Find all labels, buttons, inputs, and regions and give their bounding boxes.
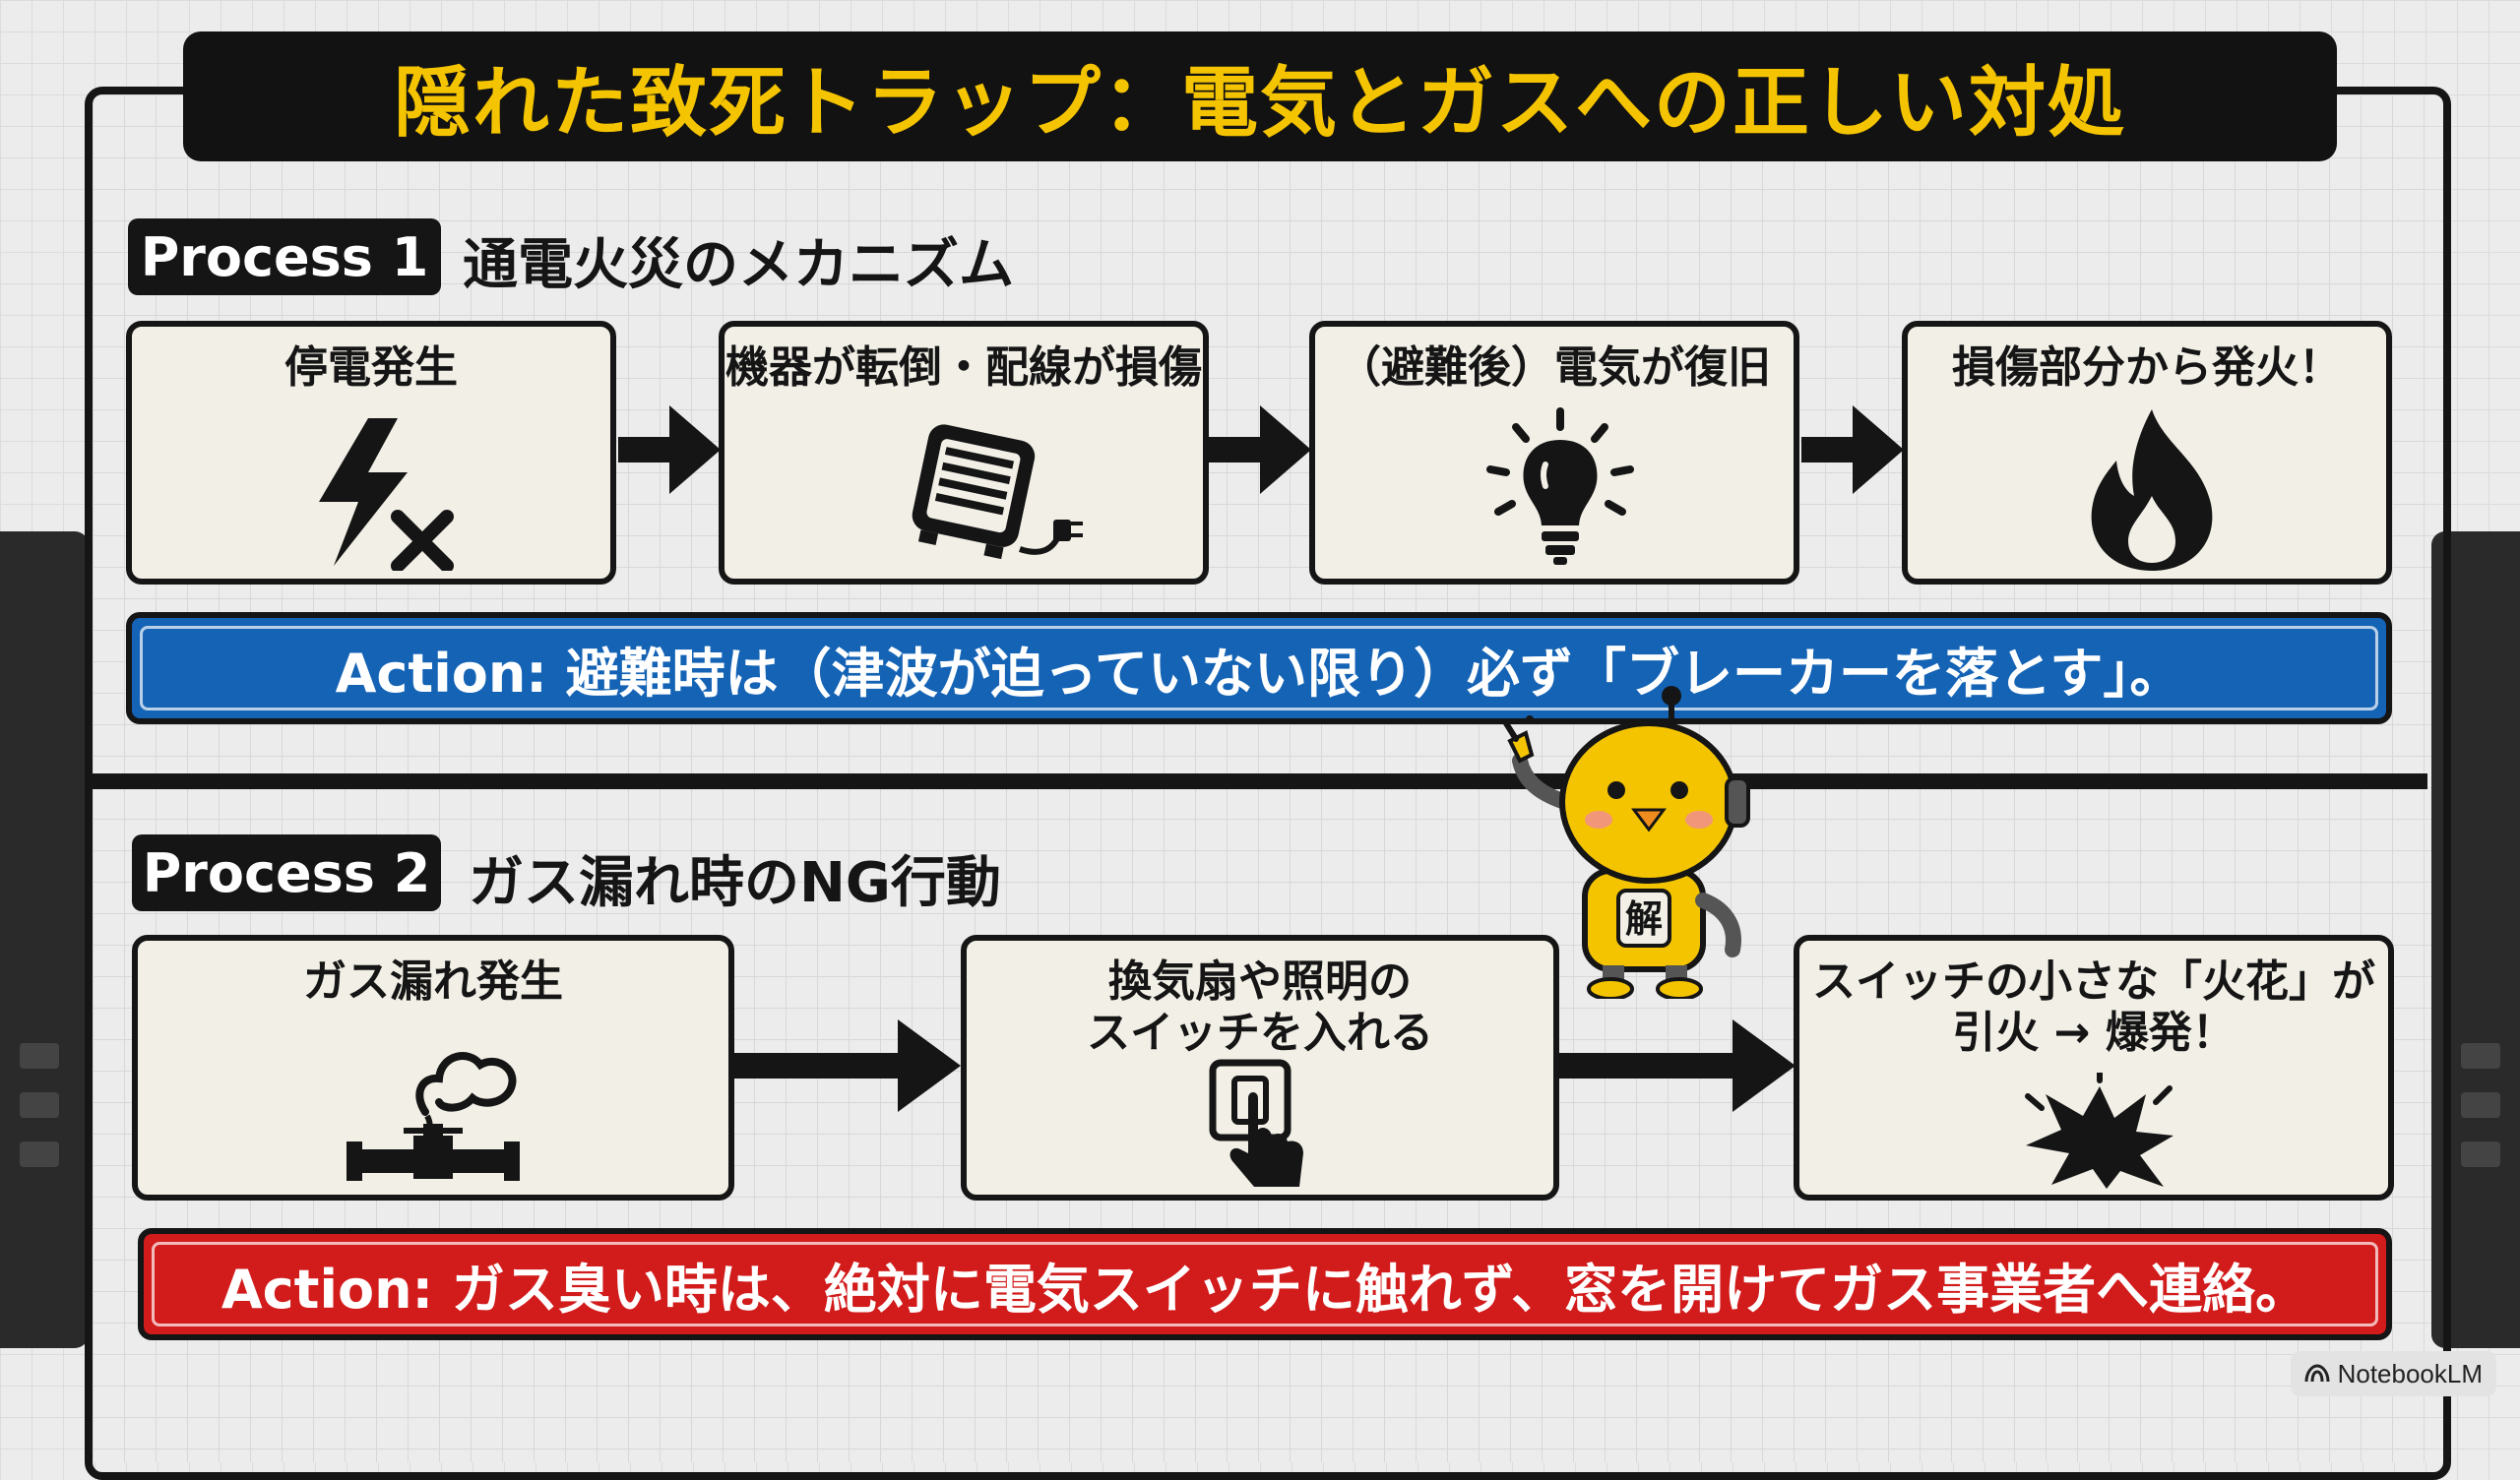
process-2-step-3: スイッチの小さな「火花」が 引火 → 爆発！: [1794, 935, 2394, 1201]
explosion-icon: [2025, 1073, 2174, 1189]
flow-arrow: [1559, 1019, 1796, 1112]
flow-arrow: [1209, 405, 1311, 494]
flow-arrow: [734, 1019, 961, 1112]
notebooklm-logo-icon: [2304, 1364, 2330, 1383]
process-1-action-banner: Action: 避難時は（津波が迫っていない限り）必ず「ブレーカーを落とす」。: [126, 612, 2392, 724]
heater-plug-icon: [912, 424, 1083, 560]
process-1-step-2: 機器が転倒・配線が損傷: [719, 321, 1209, 585]
section-divider: [93, 773, 2427, 789]
process-2-tag: Process 2: [132, 834, 441, 911]
page-title: 隠れた致死トラップ：電気とガスへの正しい対処: [393, 59, 2126, 148]
notebooklm-badge: NotebookLM: [2290, 1351, 2496, 1396]
step-label: 損傷部分から発火！: [1952, 342, 2342, 393]
process-2-action-text: Action: ガス臭い時は、絶対に電気スイッチに触れず、窓を開けてガス事業者へ…: [220, 1258, 2309, 1321]
process-1-tag: Process 1: [128, 218, 441, 295]
switch-press-icon: [1209, 1059, 1303, 1187]
brand-label: NotebookLM: [2337, 1358, 2483, 1388]
mascot-badge: 解: [1625, 897, 1663, 941]
step-label: スイッチの小さな「火花」が 引火 → 爆発！: [1812, 956, 2375, 1058]
light-bulb-icon: [1486, 407, 1634, 565]
process-2-heading: ガス漏れ時のNG行動: [469, 851, 1001, 915]
flow-arrow: [618, 405, 721, 494]
step-label: ガス漏れ発生: [303, 956, 563, 1007]
step-label: 機器が転倒・配線が損傷: [725, 342, 1202, 393]
flow-arrow: [1801, 405, 1904, 494]
gas-pipe-leak-icon: [346, 1052, 520, 1181]
process-1-action-text: Action: 避難時は（津波が迫っていない限り）必ず「ブレーカーを落とす」。: [335, 642, 2183, 705]
robot-chick-mascot: 解: [1503, 686, 1750, 999]
process-1-step-4: 損傷部分から発火！: [1902, 321, 2392, 585]
step-label: 換気扇や照明の スイッチを入れる: [1087, 956, 1433, 1058]
process-1-step-1: 停電発生: [126, 321, 616, 585]
step-label: （避難後）電気が復旧: [1338, 342, 1771, 393]
fire-icon: [2091, 409, 2213, 571]
process-1-step-3: （避難後）電気が復旧: [1309, 321, 1799, 585]
process-1-heading: 通電火災のメカニズム: [463, 233, 1014, 297]
left-side-panel: [0, 531, 89, 1348]
lightning-cross-icon: [319, 418, 454, 571]
title-bar: 隠れた致死トラップ：電気とガスへの正しい対処: [183, 31, 2337, 161]
process-2-action-banner: Action: ガス臭い時は、絶対に電気スイッチに触れず、窓を開けてガス事業者へ…: [138, 1228, 2392, 1340]
process-2-step-2: 換気扇や照明の スイッチを入れる: [961, 935, 1559, 1201]
process-2-step-1: ガス漏れ発生: [132, 935, 734, 1201]
step-label: 停電発生: [284, 342, 458, 393]
